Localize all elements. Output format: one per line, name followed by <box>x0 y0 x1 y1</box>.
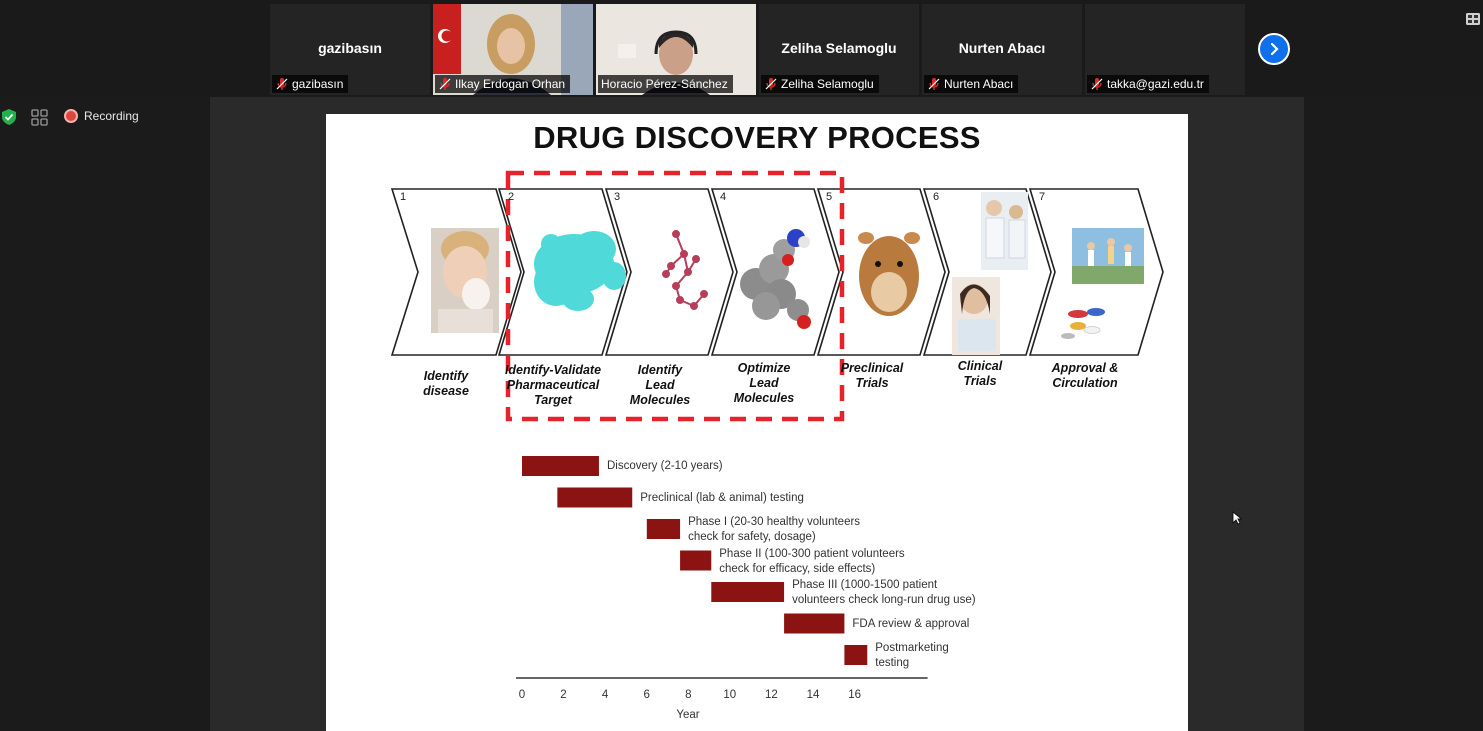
participant-display-name: gazibasın <box>318 40 382 56</box>
timeline-bar-label: FDA review & approval <box>852 617 970 630</box>
step-label-approval: Approval &Circulation <box>1051 361 1119 390</box>
mic-muted-icon <box>439 78 451 90</box>
recording-label: Recording <box>84 109 139 123</box>
step-number: 5 <box>826 191 833 203</box>
x-tick-label: 4 <box>601 689 609 701</box>
participant-tile[interactable]: Ilkay Erdogan Orhan <box>433 4 593 95</box>
timeline-bar <box>711 582 785 602</box>
participant-name-label: Ilkay Erdogan Orhan <box>435 75 571 93</box>
participant-tile-active-speaker[interactable]: Horacio Pérez-Sánchez <box>596 4 756 95</box>
process-diagram <box>390 170 1164 422</box>
x-tick-label: 2 <box>560 689 567 701</box>
highlight-dashed-box <box>505 170 845 422</box>
step-number: 3 <box>614 191 621 203</box>
mic-muted-icon <box>1091 78 1103 90</box>
participant-tile[interactable]: gazibasın gazibasın <box>270 4 430 95</box>
security-shield-icon[interactable] <box>2 109 16 125</box>
view-options-icon[interactable] <box>1466 12 1480 26</box>
timeline-bar-label: Discovery (2-10 years) <box>606 460 723 472</box>
mic-muted-icon <box>276 78 288 90</box>
participant-tile[interactable]: Nurten Abacı Nurten Abacı <box>922 4 1082 95</box>
gallery-view-icon[interactable] <box>31 109 48 126</box>
step-number: 7 <box>1039 191 1046 203</box>
x-tick-label: 16 <box>848 689 861 701</box>
approval-image <box>1061 228 1144 339</box>
x-tick-label: 6 <box>643 689 650 701</box>
participant-name-label: takka@gazi.edu.tr <box>1087 75 1209 93</box>
x-tick-label: 8 <box>685 689 692 701</box>
step-number: 4 <box>720 191 727 203</box>
participant-name-label: Zeliha Selamoglu <box>761 75 879 93</box>
x-axis-title: Year <box>676 709 700 721</box>
mic-muted-icon <box>928 78 940 90</box>
participant-strip: gazibasın gazibasın Ilkay Erdogan Orhan <box>0 0 1483 97</box>
participant-tile[interactable]: Zeliha Selamoglu Zeliha Selamoglu <box>759 4 919 95</box>
step-number: 2 <box>508 191 515 203</box>
timeline-bar <box>844 645 868 665</box>
participant-name-label: Nurten Abacı <box>924 75 1019 93</box>
timeline-bar <box>557 487 633 508</box>
timeline-bar-label: Preclinical (lab & animal) testing <box>640 491 804 504</box>
clinical-trials-image <box>952 192 1028 355</box>
hamster-image <box>858 232 920 316</box>
x-tick-label: 10 <box>723 689 737 701</box>
presentation-slide: DRUG DISCOVERY PROCESS <box>326 114 1188 731</box>
timeline-bar <box>646 519 681 539</box>
slide-title: DRUG DISCOVERY PROCESS <box>533 120 981 155</box>
participant-name-label: gazibasın <box>272 75 349 93</box>
optimized-molecule-image <box>740 229 811 329</box>
next-participants-button[interactable] <box>1258 33 1290 65</box>
step-number: 1 <box>400 191 407 203</box>
timeline-bar <box>522 456 599 476</box>
participant-tile[interactable]: takka@gazi.edu.tr <box>1085 4 1245 95</box>
mouse-cursor-icon <box>1232 511 1242 525</box>
sick-child-image <box>431 228 499 333</box>
x-tick-label: 0 <box>518 689 526 701</box>
recording-dot-icon <box>64 109 78 123</box>
recording-indicator[interactable]: Recording <box>64 109 139 123</box>
chevron-right-icon <box>1270 42 1279 56</box>
timeline-bar <box>784 613 845 634</box>
mic-muted-icon <box>765 78 777 90</box>
participant-display-name: Zeliha Selamoglu <box>781 40 897 56</box>
participant-name-label: Horacio Pérez-Sánchez <box>598 75 733 93</box>
participant-display-name: Nurten Abacı <box>958 40 1046 56</box>
timeline-bar <box>680 550 712 571</box>
process-step-3-arrow <box>604 188 734 356</box>
step-number: 6 <box>933 191 940 203</box>
x-tick-label: 14 <box>806 689 820 701</box>
x-tick-label: 12 <box>765 689 778 701</box>
protein-structure-image <box>534 231 626 311</box>
lead-molecule-image <box>662 230 708 310</box>
